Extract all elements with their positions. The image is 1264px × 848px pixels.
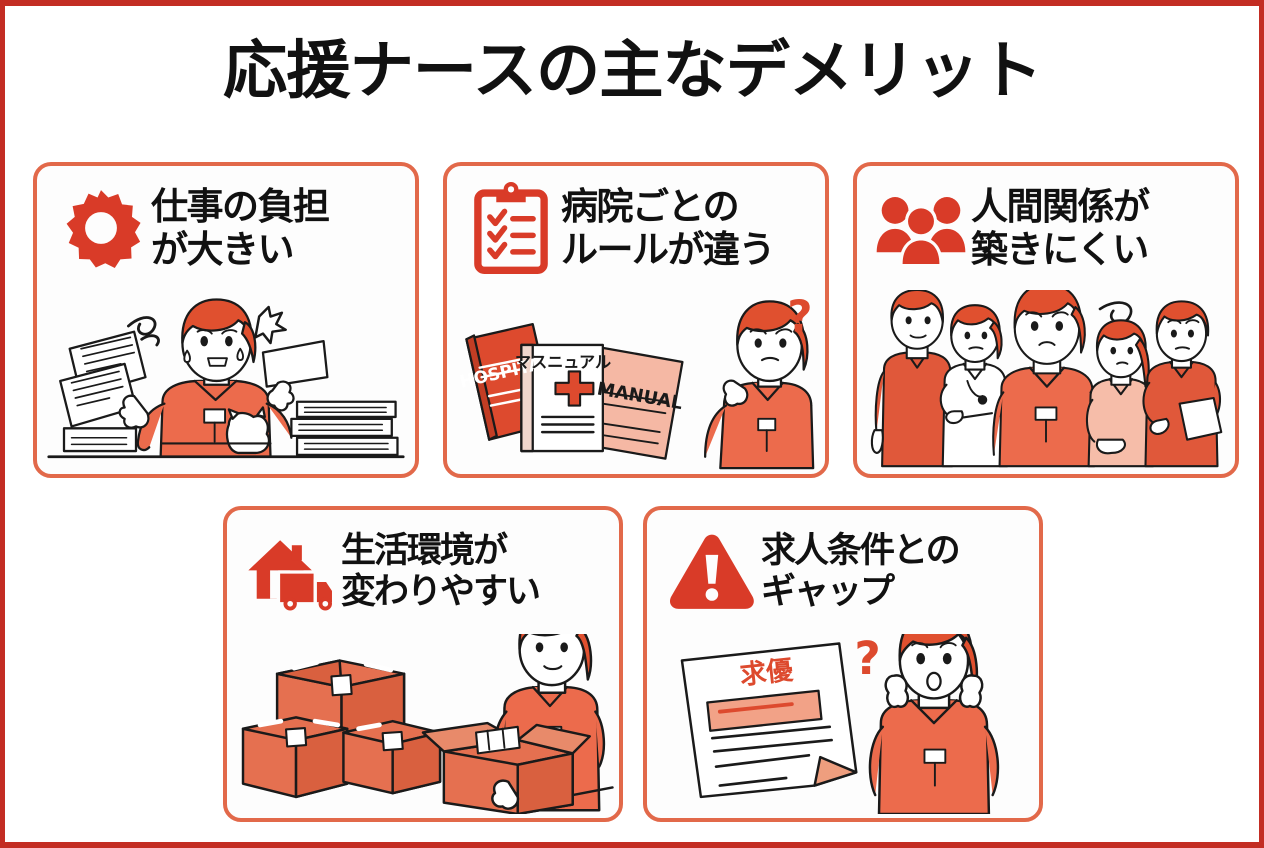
illustration-five-nurses bbox=[857, 290, 1235, 470]
card-header: 仕事の負担 が大きい bbox=[37, 166, 415, 290]
svg-text:?: ? bbox=[787, 293, 812, 343]
card-label: 仕事の負担 が大きい bbox=[151, 184, 330, 271]
illustration-moving-boxes bbox=[227, 634, 619, 814]
house-moving-truck-icon bbox=[245, 524, 337, 620]
card-hospital-rules[interactable]: 病院ごとの ルールが違う bbox=[443, 162, 829, 478]
illustration-stressed-nurse bbox=[37, 290, 415, 470]
illustration-manuals-and-nurse: ? HOSPITAL マスニュアル MANUAL bbox=[447, 290, 825, 470]
svg-text:求優: 求優 bbox=[738, 655, 794, 691]
card-label: 求人条件との ギャップ bbox=[761, 531, 961, 612]
card-human-relations[interactable]: 人間関係が 築きにくい bbox=[853, 162, 1239, 478]
poster-title-container: 応援ナースの主なデメリット bbox=[5, 34, 1259, 107]
warning-triangle-icon bbox=[665, 524, 757, 620]
card-label: 人間関係が 築きにくい bbox=[971, 184, 1150, 271]
card-work-burden[interactable]: 仕事の負担 が大きい bbox=[33, 162, 419, 478]
svg-text:マスニュアル: マスニュアル bbox=[515, 353, 611, 372]
card-label: 病院ごとの ルールが違う bbox=[561, 184, 776, 271]
card-job-condition-gap[interactable]: 求人条件との ギャップ bbox=[643, 506, 1043, 822]
svg-text:?: ? bbox=[854, 634, 880, 685]
page-title: 応援ナースの主なデメリット bbox=[222, 34, 1043, 107]
clipboard-checklist-icon bbox=[465, 180, 557, 276]
gear-icon bbox=[55, 180, 147, 276]
card-header: 生活環境が 変わりやすい bbox=[227, 510, 619, 634]
illustration-job-posting-and-nurse: 求優 ? bbox=[647, 634, 1039, 814]
card-label: 生活環境が 変わりやすい bbox=[341, 531, 541, 612]
card-header: 病院ごとの ルールが違う bbox=[447, 166, 825, 290]
card-living-environment[interactable]: 生活環境が 変わりやすい bbox=[223, 506, 623, 822]
people-group-icon bbox=[875, 180, 967, 276]
card-header: 求人条件との ギャップ bbox=[647, 510, 1039, 634]
card-header: 人間関係が 築きにくい bbox=[857, 166, 1235, 290]
